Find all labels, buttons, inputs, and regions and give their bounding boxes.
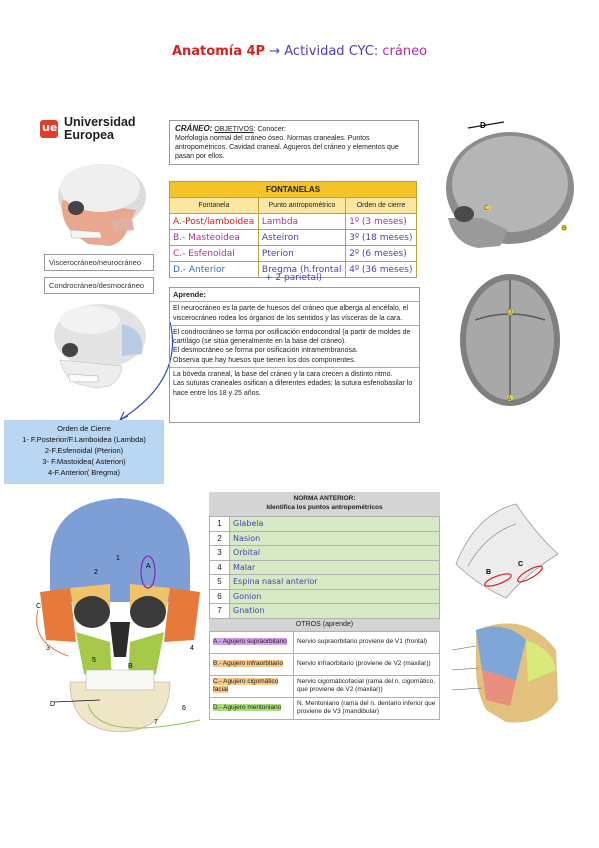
otros-table: A.- Agujero supraorbitario Nervio suprao… <box>209 630 440 720</box>
svg-text:B: B <box>128 663 133 670</box>
table-row: C.- Agujero cigomático facial Nervio cig… <box>209 674 440 698</box>
title-part-anatomia: Anatomía 4P <box>171 44 266 59</box>
craneo-heading: CRÁNEO: <box>175 124 213 133</box>
label-condrocraneo: Condrocráneo/desmocráneo <box>44 277 154 294</box>
infant-top-label-a: A <box>507 396 512 403</box>
infant-skull-side-image: D C B <box>446 121 574 248</box>
norma-anterior-box: NORMA ANTERIOR: Identifica los puntos an… <box>209 492 440 730</box>
svg-text:3: 3 <box>46 645 50 652</box>
fontanelas-table: FONTANELAS Fontanela Punto antropométric… <box>169 181 417 278</box>
table-row: B.- Masteoidea Asteiron 3º (18 meses) <box>169 229 417 246</box>
svg-text:6: 6 <box>182 705 186 712</box>
svg-text:7: 7 <box>154 719 158 726</box>
svg-text:1: 1 <box>116 555 120 562</box>
svg-text:A: A <box>146 563 151 570</box>
label-viscerocraneo: Viscerocráneo/neurocráneo <box>44 254 154 271</box>
list-item: 3- F.Mastoidea( Asterion) <box>42 457 126 466</box>
list-item: 2-F.Esfenoidal (Pterion) <box>44 446 124 455</box>
col-fontanela: Fontanela <box>169 197 259 214</box>
infant-skull-top-image: D A <box>460 274 560 406</box>
sphenoid-bone-image: B C <box>455 503 559 599</box>
aprende-box: Aprende: El neurocráneo es la parte de h… <box>169 287 420 423</box>
table-row: C.- Esfenoidal Pterion 2º (6 meses) <box>169 245 417 262</box>
logo-line-2: Europea <box>64 128 115 142</box>
orden-title: Orden de Cierre <box>57 424 111 433</box>
svg-text:2: 2 <box>94 569 98 576</box>
page-title: Anatomía 4P → Actividad CYC: cráneo <box>0 44 599 59</box>
aprende-p2a: El condrocráneo se forma por osificación… <box>173 328 411 346</box>
skull-condrocraneo-image <box>54 304 146 389</box>
head-nerves-image <box>451 623 558 723</box>
logo-line-1: Universidad <box>64 115 136 129</box>
aprende-p3a: La bóveda craneal, la base del cráneo y … <box>173 371 393 379</box>
ue-logo-icon <box>40 120 58 138</box>
fontanelas-title: FONTANELAS <box>169 181 417 198</box>
svg-text:B: B <box>486 569 491 576</box>
objetivos-intro: : Conocer: <box>253 126 286 133</box>
infant-side-label-c: C <box>484 205 489 212</box>
svg-text:4: 4 <box>190 645 194 652</box>
skull-lateral-image <box>58 164 146 246</box>
objetivos-label: OBJETIVOS <box>214 126 254 133</box>
svg-text:C: C <box>36 603 41 610</box>
aprende-title: Aprende: <box>173 290 206 299</box>
frontal-skull-image: 1 2 3 4 5 6 7 A B C D <box>36 498 201 733</box>
universidad-europea-logo: Universidad Europea <box>40 116 140 152</box>
infant-side-label-d: D <box>480 121 486 130</box>
svg-text:D: D <box>50 701 55 708</box>
otros-title: OTROS (aprende) <box>209 618 440 631</box>
orden-cierre-box: Orden de Cierre 1- F.Posterior/F.Lamboid… <box>4 420 164 484</box>
craneo-objectives-box: CRÁNEO: OBJETIVOS: Conocer: Morfología n… <box>169 120 419 165</box>
objetivos-body: Morfología normal del cráneo óseo. Norma… <box>175 135 399 160</box>
list-item: 4-F.Anterior( Bregma) <box>47 468 121 477</box>
table-row: A.- Agujero supraorbitario Nervio suprao… <box>209 630 440 654</box>
aprende-p1: El neurocráneo es la parte de huesos del… <box>173 305 409 322</box>
blue-arrow <box>119 321 174 421</box>
infant-side-label-b: B <box>562 225 567 232</box>
col-orden: Orden de cierre <box>345 197 417 214</box>
svg-text:C: C <box>518 561 523 568</box>
fontanela-extra-note: + 2 parietal) <box>265 273 323 283</box>
norma-subtitle: Identifica los puntos antropométricos <box>266 504 383 511</box>
infant-top-label-d: D <box>507 309 512 316</box>
title-arrow: → <box>269 44 281 59</box>
norma-title: NORMA ANTERIOR: <box>293 495 356 502</box>
col-punto: Punto antropométrico <box>257 197 347 214</box>
table-row: D.- Agujero mentoniano N. Mentoniano (ra… <box>209 696 440 720</box>
aprende-p2b: El desmocráneo se forma por osificación … <box>173 347 358 355</box>
svg-text:5: 5 <box>92 657 96 664</box>
aprende-p3b: Las suturas craneales osifican a diferen… <box>173 380 413 397</box>
title-part-craneo: cráneo <box>382 44 428 59</box>
title-part-actividad: Actividad CYC: <box>284 44 379 59</box>
table-row: A.-Post/lamboidea Lambda 1º (3 meses) <box>169 213 417 230</box>
table-row: B.- Agujero infraorbitario Nervio infrao… <box>209 652 440 676</box>
list-item: 1- F.Posterior/F.Lamboidea (Lambda) <box>22 435 146 444</box>
table-row: D.- Anterior Bregma (h.frontal 4º (36 me… <box>169 261 417 278</box>
aprende-p2c: Observa que hay huesos que tienen los do… <box>173 356 356 364</box>
